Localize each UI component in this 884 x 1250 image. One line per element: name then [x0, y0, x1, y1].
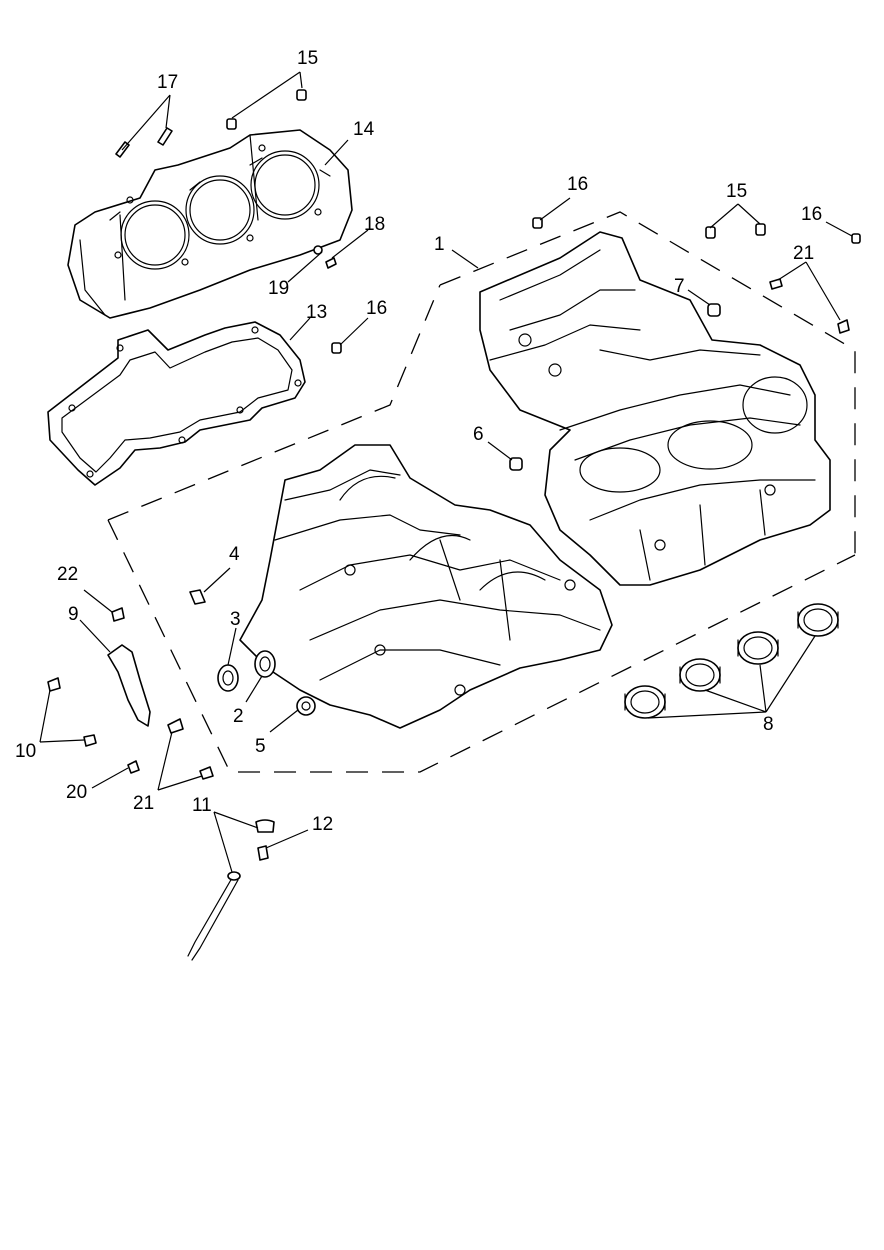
callout-16b: 16 — [366, 298, 387, 319]
callout-19: 19 — [268, 278, 289, 299]
callout-labels: 1 2 3 4 5 6 7 8 9 10 11 12 13 14 15 15 1… — [15, 48, 822, 835]
callout-22: 22 — [57, 564, 78, 585]
callout-21a: 21 — [793, 243, 814, 264]
callout-15b: 15 — [726, 181, 747, 202]
lower-crankcase — [239, 444, 613, 729]
callout-2: 2 — [233, 706, 244, 727]
assembly-outline-upper — [439, 211, 856, 555]
callout-21b: 21 — [133, 793, 154, 814]
callout-3: 3 — [230, 609, 241, 630]
callout-5: 5 — [255, 736, 266, 757]
callout-8: 8 — [763, 714, 774, 735]
cylinder-block — [67, 129, 353, 319]
callout-16a: 16 — [567, 174, 588, 195]
callout-6: 6 — [473, 424, 484, 445]
callout-14: 14 — [353, 119, 375, 140]
callout-4: 4 — [229, 544, 240, 565]
callout-10: 10 — [15, 741, 36, 762]
callout-11: 11 — [192, 795, 212, 816]
assembly-outline-lower — [107, 284, 856, 773]
upper-crankcase — [479, 231, 831, 586]
small-hardware — [47, 89, 861, 961]
leader-lines — [39, 71, 853, 873]
callout-7: 7 — [674, 276, 685, 297]
callout-12: 12 — [312, 814, 333, 835]
callout-16c: 16 — [801, 204, 822, 225]
bearing-shells — [624, 603, 839, 719]
callout-1: 1 — [434, 234, 445, 255]
callout-13: 13 — [306, 302, 327, 323]
callout-18: 18 — [364, 214, 385, 235]
callout-9: 9 — [68, 604, 79, 625]
callout-15a: 15 — [297, 48, 318, 69]
callout-20: 20 — [66, 782, 87, 803]
callout-17: 17 — [157, 72, 178, 93]
base-gasket — [47, 321, 306, 486]
